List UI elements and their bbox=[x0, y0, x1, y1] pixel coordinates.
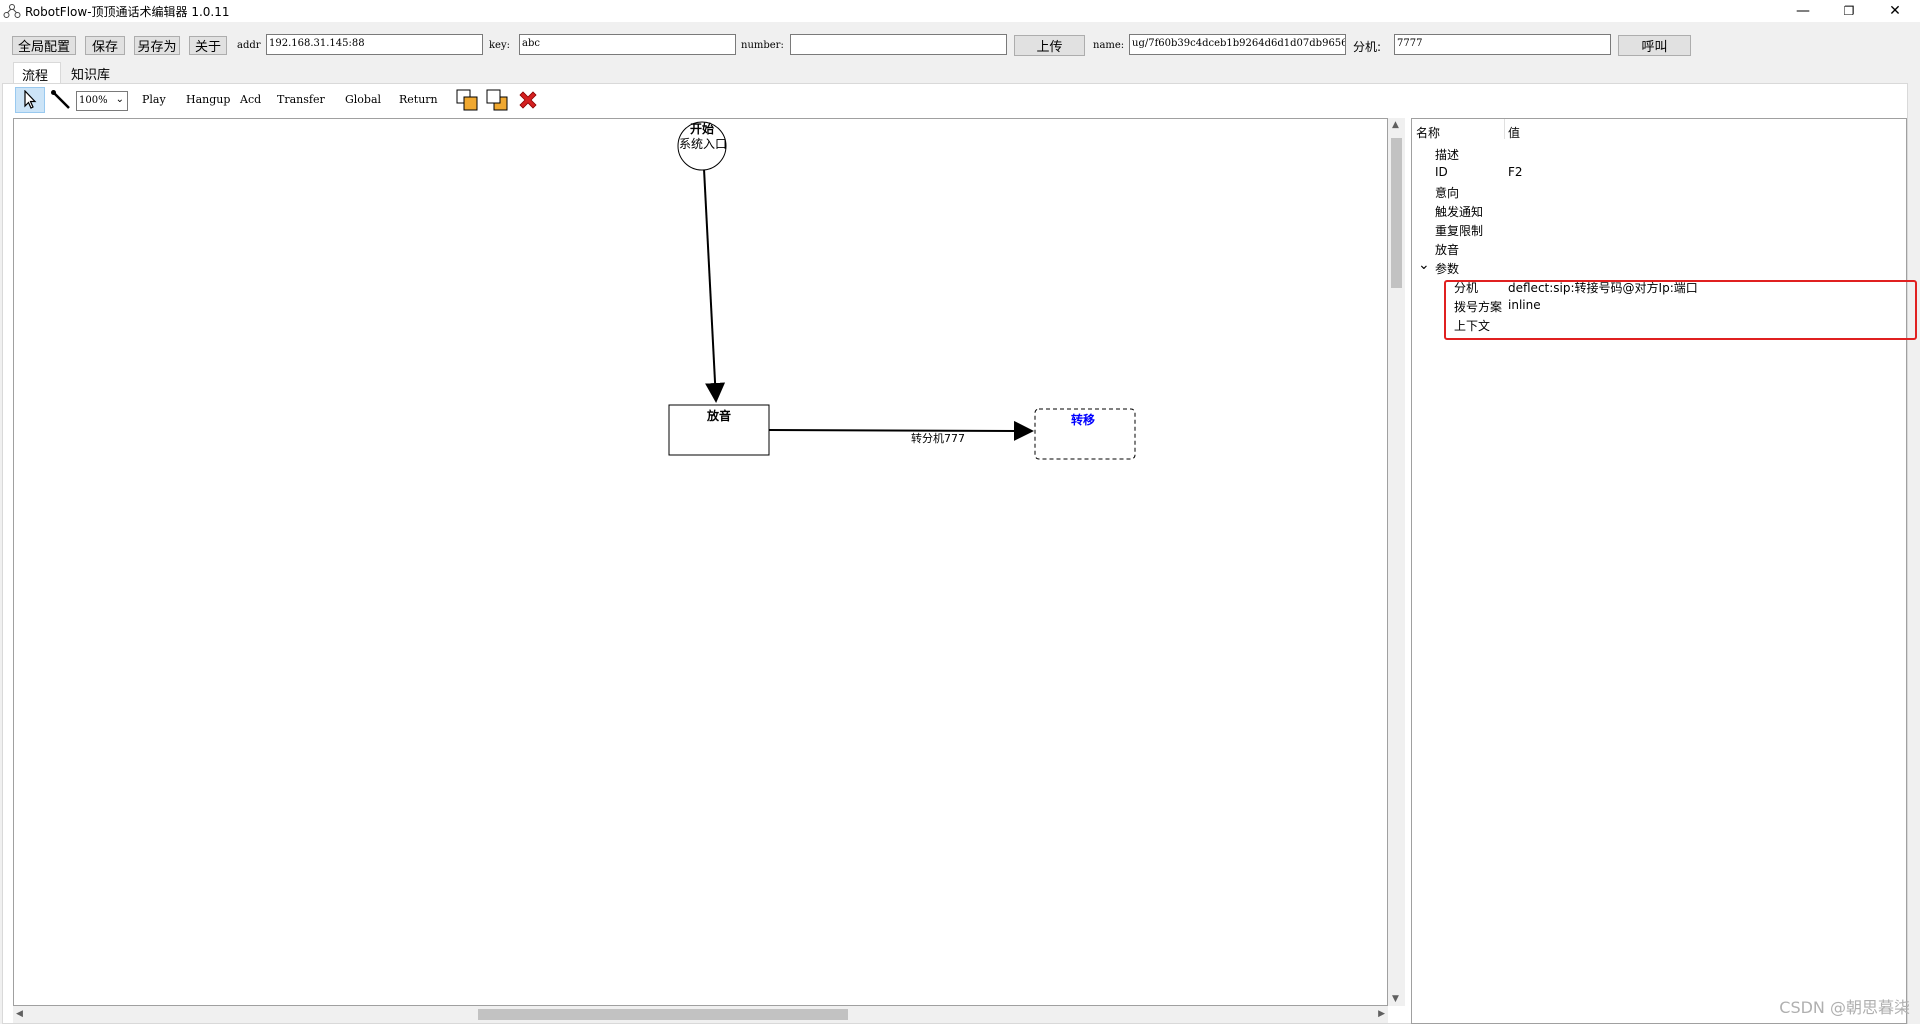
addr-label: addr bbox=[237, 40, 261, 51]
flow-diagram: 开始 系统入口 放音 转移 转分机777 bbox=[668, 121, 1136, 460]
expand-chevron-icon[interactable]: ⌄ bbox=[1418, 257, 1430, 273]
key-input[interactable]: abc bbox=[519, 34, 736, 55]
zoom-value: 100% bbox=[79, 95, 108, 106]
connector-icon bbox=[51, 90, 70, 109]
prop-name-description[interactable]: 描述 bbox=[1435, 148, 1460, 162]
minimize-button[interactable]: — bbox=[1796, 3, 1810, 19]
horizontal-scrollbar[interactable]: ◀ ▶ bbox=[13, 1006, 1388, 1023]
extension-label: 分机: bbox=[1353, 40, 1382, 54]
bring-to-front-icon bbox=[456, 89, 478, 111]
start-node-title: 开始 bbox=[690, 121, 714, 136]
name-label: name: bbox=[1093, 40, 1125, 51]
flow-canvas[interactable]: 开始 系统入口 放音 转移 转分机777 bbox=[13, 118, 1388, 1006]
zoom-select[interactable]: 100% ⌄ bbox=[76, 91, 128, 111]
app-icon bbox=[3, 4, 21, 18]
param-name-extension[interactable]: 分机 bbox=[1454, 281, 1479, 295]
number-label: number: bbox=[741, 40, 784, 51]
chevron-down-icon: ⌄ bbox=[115, 94, 124, 105]
top-toolbar: 全局配置 保存 另存为 关于 addr 192.168.31.145:88 ke… bbox=[0, 28, 1920, 62]
save-button[interactable]: 保存 bbox=[85, 36, 125, 55]
scroll-right-icon[interactable]: ▶ bbox=[1378, 1009, 1385, 1019]
play-tool[interactable]: Play bbox=[142, 93, 166, 106]
tab-knowledge[interactable]: 知识库 bbox=[71, 68, 111, 83]
play-node-label: 放音 bbox=[706, 408, 731, 423]
send-to-back-icon bbox=[486, 89, 508, 111]
name-input[interactable]: ug/7f60b39c4dceb1b9264d6d1d07db9656 bbox=[1129, 34, 1346, 55]
global-tool[interactable]: Global bbox=[345, 93, 382, 106]
scroll-up-icon[interactable]: ▲ bbox=[1392, 120, 1399, 130]
global-config-button[interactable]: 全局配置 bbox=[12, 36, 76, 55]
pointer-icon bbox=[24, 90, 37, 109]
param-value-extension[interactable]: deflect:sip:转接号码@对方Ip:端口 bbox=[1508, 281, 1698, 295]
property-grid: 名称 值 描述 ID F2 意向 触发通知 重复限制 放音 ⌄ 参数 分机 de… bbox=[1411, 118, 1907, 1024]
close-button[interactable]: ✕ bbox=[1889, 3, 1901, 19]
prop-name-params[interactable]: 参数 bbox=[1435, 262, 1460, 276]
key-label: key: bbox=[489, 40, 510, 51]
transfer-node[interactable] bbox=[1034, 408, 1136, 460]
param-name-dialplan[interactable]: 拨号方案 bbox=[1454, 300, 1503, 314]
scroll-down-icon[interactable]: ▼ bbox=[1392, 994, 1399, 1004]
restore-button[interactable]: ❐ bbox=[1843, 4, 1855, 18]
prop-name-id[interactable]: ID bbox=[1435, 165, 1448, 179]
prop-name-notify[interactable]: 触发通知 bbox=[1435, 205, 1484, 219]
delete-icon bbox=[519, 91, 537, 109]
param-value-dialplan[interactable]: inline bbox=[1508, 298, 1541, 312]
start-node[interactable] bbox=[677, 121, 727, 171]
vertical-scrollbar[interactable]: ▲ ▼ bbox=[1388, 118, 1405, 1006]
edge-label: 转分机777 bbox=[911, 431, 965, 445]
prop-name-repeat-limit[interactable]: 重复限制 bbox=[1435, 224, 1484, 238]
send-back-tool[interactable] bbox=[484, 87, 510, 113]
tab-flow[interactable]: 流程 bbox=[13, 62, 61, 84]
window-title: RobotFlow-顶顶通话术编辑器 1.0.11 bbox=[25, 4, 230, 19]
select-tool[interactable] bbox=[15, 87, 45, 113]
highlight-box bbox=[1444, 280, 1917, 340]
addr-input[interactable]: 192.168.31.145:88 bbox=[266, 34, 483, 55]
scroll-left-icon[interactable]: ◀ bbox=[16, 1009, 23, 1019]
watermark: CSDN @朝思暮柒 bbox=[1779, 998, 1910, 1017]
param-name-context[interactable]: 上下文 bbox=[1454, 319, 1491, 333]
prop-value-id[interactable]: F2 bbox=[1508, 165, 1523, 179]
call-button[interactable]: 呼叫 bbox=[1618, 35, 1691, 56]
number-input[interactable] bbox=[790, 34, 1007, 55]
prop-name-intent[interactable]: 意向 bbox=[1435, 186, 1460, 200]
return-tool[interactable]: Return bbox=[399, 93, 438, 106]
bring-front-tool[interactable] bbox=[454, 87, 480, 113]
hangup-tool[interactable]: Hangup bbox=[186, 93, 231, 106]
edge-play-to-transfer[interactable] bbox=[768, 420, 1034, 441]
connector-tool[interactable] bbox=[48, 87, 74, 113]
start-node-subtitle: 系统入口 bbox=[679, 137, 727, 151]
column-header-name: 名称 bbox=[1416, 126, 1441, 140]
transfer-node-label: 转移 bbox=[1071, 412, 1095, 427]
horizontal-scroll-thumb[interactable] bbox=[478, 1009, 848, 1020]
transfer-tool[interactable]: Transfer bbox=[277, 93, 325, 106]
delete-tool[interactable] bbox=[515, 87, 541, 113]
title-bar: RobotFlow-顶顶通话术编辑器 1.0.11 — ❐ ✕ bbox=[0, 0, 1920, 22]
column-divider bbox=[1504, 119, 1505, 139]
edge-start-to-play[interactable] bbox=[703, 168, 726, 403]
about-button[interactable]: 关于 bbox=[189, 36, 227, 55]
vertical-scroll-thumb[interactable] bbox=[1391, 138, 1402, 288]
upload-button[interactable]: 上传 bbox=[1014, 35, 1085, 56]
extension-input[interactable]: 7777 bbox=[1394, 34, 1611, 55]
column-header-value: 值 bbox=[1508, 126, 1521, 140]
acd-tool[interactable]: Acd bbox=[240, 93, 262, 106]
save-as-button[interactable]: 另存为 bbox=[134, 36, 180, 55]
play-node[interactable] bbox=[668, 404, 770, 456]
prop-name-play[interactable]: 放音 bbox=[1435, 243, 1460, 257]
editor-toolbar: 100% ⌄ Play Hangup Acd Transfer Global R… bbox=[12, 87, 1892, 115]
